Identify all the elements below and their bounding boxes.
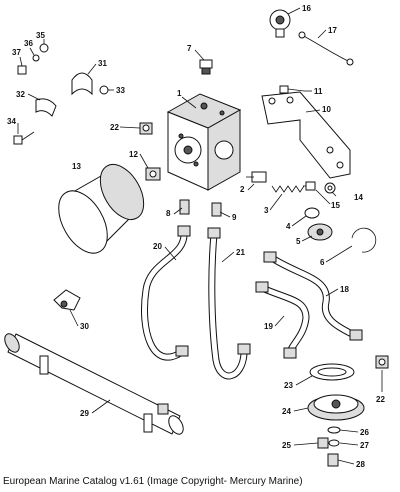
image-caption: European Marine Catalog v1.61 (Image Cop… bbox=[3, 476, 303, 487]
clamp-nut bbox=[39, 43, 49, 53]
oil-cooler-tube bbox=[4, 333, 184, 435]
callout-36: 36 bbox=[24, 39, 33, 48]
callout-21: 21 bbox=[236, 248, 245, 257]
pipe-plug bbox=[199, 59, 213, 75]
callout-20: 20 bbox=[153, 242, 162, 251]
snap-ring bbox=[351, 227, 377, 253]
callout-1: 1 bbox=[177, 89, 182, 98]
clamp-washer bbox=[32, 54, 40, 62]
callout-8: 8 bbox=[166, 209, 171, 218]
pressure-sender bbox=[269, 9, 291, 38]
callout-5: 5 bbox=[296, 237, 301, 246]
filter-adapter-block bbox=[166, 93, 242, 191]
leader-lines bbox=[17, 7, 383, 465]
callout-33: 33 bbox=[116, 86, 125, 95]
clamp-screw-top bbox=[17, 65, 27, 75]
callout-34: 34 bbox=[7, 117, 16, 126]
hose-19 bbox=[255, 281, 310, 359]
washer bbox=[324, 182, 336, 194]
callout-35: 35 bbox=[36, 31, 45, 40]
callout-28: 28 bbox=[356, 460, 365, 469]
callout-37: 37 bbox=[12, 48, 21, 57]
callout-22-upper: 22 bbox=[110, 123, 119, 132]
callout-4: 4 bbox=[286, 222, 291, 231]
callout-19: 19 bbox=[264, 322, 273, 331]
oil-filter bbox=[58, 164, 145, 254]
callout-14: 14 bbox=[354, 193, 363, 202]
clamp-upper bbox=[71, 72, 93, 96]
valve-cap bbox=[307, 223, 333, 241]
callout-22-lower: 22 bbox=[376, 395, 385, 404]
callout-9: 9 bbox=[232, 213, 237, 222]
base-fitting bbox=[317, 437, 329, 449]
callout-18: 18 bbox=[340, 285, 349, 294]
nipple-fitting bbox=[145, 167, 161, 181]
callout-10: 10 bbox=[322, 105, 331, 114]
callout-24: 24 bbox=[282, 407, 291, 416]
hose-21 bbox=[207, 227, 251, 380]
callout-13: 13 bbox=[72, 162, 81, 171]
callout-6: 6 bbox=[320, 258, 325, 267]
callout-16: 16 bbox=[302, 4, 311, 13]
callout-17: 17 bbox=[328, 26, 337, 35]
bolt bbox=[279, 85, 305, 94]
callout-12: 12 bbox=[129, 150, 138, 159]
o-ring bbox=[304, 207, 320, 219]
hose-20 bbox=[141, 225, 191, 361]
hose-fitting-left bbox=[179, 199, 190, 215]
valve-piston bbox=[246, 171, 267, 183]
callout-29: 29 bbox=[80, 409, 89, 418]
base-o-ring bbox=[328, 439, 340, 447]
plug-fitting-upper bbox=[139, 122, 153, 135]
valve-bolt bbox=[303, 181, 316, 191]
callout-7: 7 bbox=[187, 44, 192, 53]
filter-base bbox=[307, 394, 365, 421]
plug-fitting-lower bbox=[375, 355, 389, 369]
elbow-fitting bbox=[53, 289, 81, 311]
filter-gasket bbox=[309, 363, 355, 381]
base-washer bbox=[327, 426, 341, 434]
exploded-parts-diagram: 1 2 3 4 5 6 7 8 9 10 11 12 13 14 15 16 1… bbox=[4, 4, 389, 469]
callout-3: 3 bbox=[264, 206, 269, 215]
clamp-screw-left bbox=[13, 131, 35, 145]
mounting-bracket bbox=[261, 91, 351, 179]
callout-11: 11 bbox=[314, 87, 323, 96]
sender-wire bbox=[298, 31, 354, 66]
clamp-nut-right bbox=[99, 85, 109, 95]
callout-32: 32 bbox=[16, 90, 25, 99]
callout-27: 27 bbox=[360, 441, 369, 450]
callout-15: 15 bbox=[331, 201, 340, 210]
callout-26: 26 bbox=[360, 428, 369, 437]
callout-2: 2 bbox=[240, 185, 245, 194]
callout-31: 31 bbox=[98, 59, 107, 68]
clamp-lower bbox=[35, 98, 57, 117]
hose-18 bbox=[263, 251, 363, 341]
callout-30: 30 bbox=[80, 322, 89, 331]
drain-fitting bbox=[327, 453, 339, 467]
callout-23: 23 bbox=[284, 381, 293, 390]
callout-25: 25 bbox=[282, 441, 291, 450]
hose-fitting-right bbox=[211, 202, 222, 217]
relief-spring bbox=[271, 185, 305, 193]
